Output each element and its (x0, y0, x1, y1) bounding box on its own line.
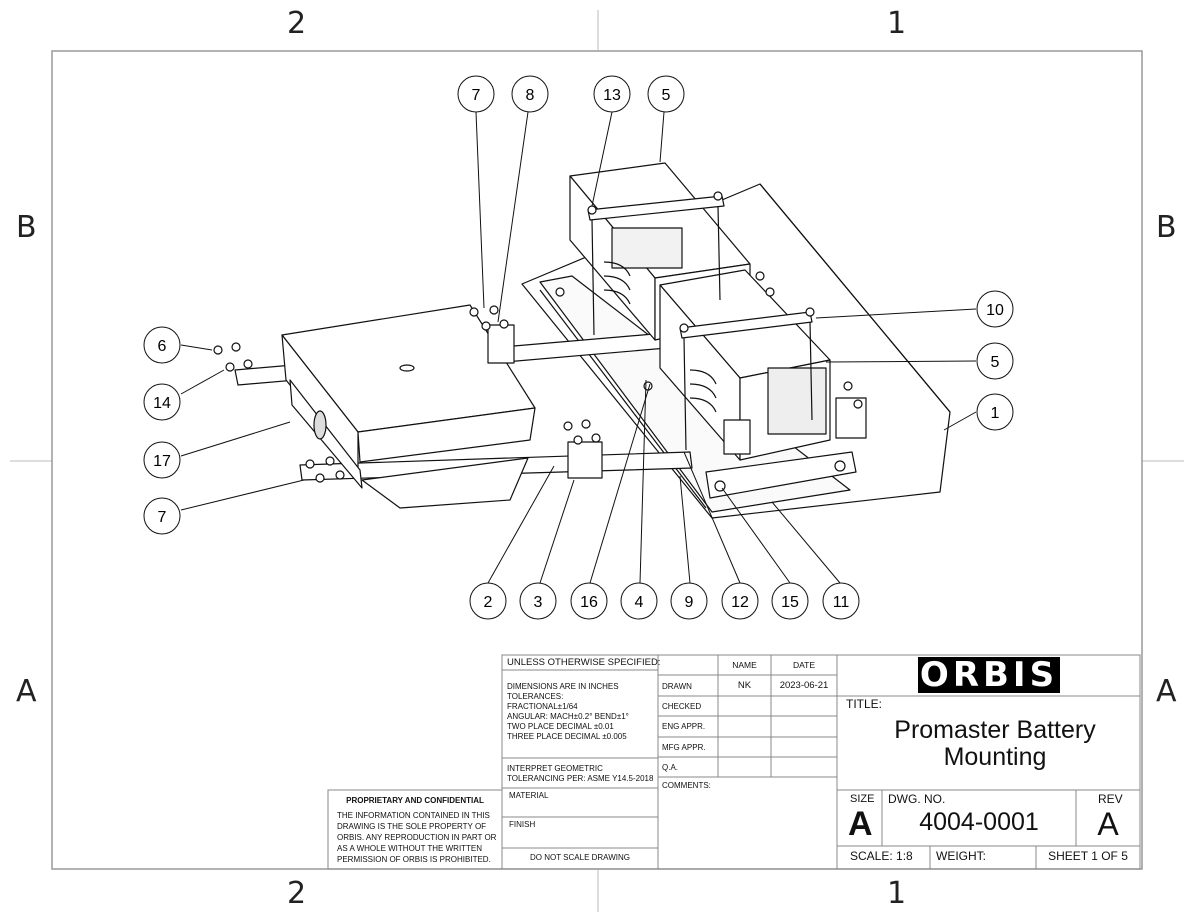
rev-label: REV (1098, 792, 1123, 806)
dwg-no-label: DWG. NO. (888, 792, 946, 806)
proprietary-body: THE INFORMATION CONTAINED IN THIS DRAWIN… (337, 811, 497, 864)
balloon-label: 10 (986, 302, 1004, 319)
proprietary-title: PROPRIETARY AND CONFIDENTIAL (346, 796, 484, 805)
balloon-label: 8 (526, 87, 535, 104)
balloon-label: 9 (685, 594, 694, 611)
drawn-date: 2023-06-21 (779, 680, 829, 691)
balloon-label: 15 (781, 594, 799, 611)
drawn-label: DRAWN (662, 682, 692, 691)
zone-top-2: 2 (287, 6, 307, 41)
dwg-number: 4004-0001 (919, 808, 1039, 836)
balloon: 1 (976, 393, 1014, 431)
rev-value: A (1097, 806, 1119, 842)
finish-label: FINISH (509, 820, 536, 829)
balloon: 16 (570, 582, 608, 620)
balloon: 13 (593, 75, 631, 113)
enclosure-base (361, 457, 529, 509)
unless-specified: UNLESS OTHERWISE SPECIFIED: (507, 657, 661, 668)
size-value: A (848, 805, 873, 843)
zone-right-b: B (1156, 210, 1177, 245)
drawing-title-line1: Promaster Battery (894, 716, 1096, 744)
balloon: 2 (469, 582, 507, 620)
title-label: TITLE: (846, 697, 883, 711)
sheet-text: SHEET 1 OF 5 (1048, 849, 1128, 863)
interpret-text: INTERPRET GEOMETRIC TOLERANCING PER: ASM… (507, 764, 654, 783)
drawn-name: NK (737, 680, 752, 691)
col-name-header: NAME (732, 660, 757, 670)
checked-label: CHECKED (662, 702, 702, 711)
balloon-label: 13 (603, 87, 621, 104)
zone-top-1: 1 (887, 6, 907, 41)
balloon-label: 4 (635, 594, 644, 611)
material-label: MATERIAL (509, 791, 549, 800)
size-label: SIZE (850, 793, 875, 805)
balloon-label: 14 (153, 395, 171, 412)
balloon: 17 (143, 441, 181, 479)
do-not-scale: DO NOT SCALE DRAWING (529, 853, 630, 862)
leader-lines (180, 111, 977, 584)
weight-label: WEIGHT: (936, 849, 986, 863)
balloon: 4 (620, 582, 658, 620)
front-bracket (705, 451, 857, 499)
scale-text: SCALE: 1:8 (850, 849, 913, 863)
balloon: 3 (519, 582, 557, 620)
balloon: 12 (721, 582, 759, 620)
balloon: 5 (976, 342, 1014, 380)
tolerances-text: DIMENSIONS ARE IN INCHES TOLERANCES: FRA… (507, 682, 629, 741)
balloon-label: 7 (472, 87, 481, 104)
balloon-label: 3 (534, 594, 543, 611)
balloon-label: 16 (580, 594, 598, 611)
balloon: 15 (771, 582, 809, 620)
balloon-label: 1 (991, 405, 1000, 422)
zone-bottom-2: 2 (287, 876, 307, 911)
zone-bottom-1: 1 (887, 876, 907, 911)
assembly-view (213, 162, 951, 519)
balloon-label: 11 (833, 594, 850, 611)
balloon: 5 (647, 75, 685, 113)
balloon-label: 12 (731, 594, 749, 611)
balloon-group: 7 8 13 5 10 5 6 14 17 7 1 2 3 16 4 9 12 … (143, 75, 1014, 620)
eng-appr-label: ENG APPR. (662, 722, 706, 731)
col-date-header: DATE (792, 660, 816, 670)
balloon: 10 (976, 290, 1014, 328)
balloon: 7 (143, 497, 181, 535)
drawing-title-line2: Mounting (943, 743, 1047, 771)
balloon: 7 (457, 75, 495, 113)
balloon-label: 5 (991, 354, 1000, 371)
balloon-label: 17 (153, 453, 171, 470)
balloon: 6 (143, 326, 181, 364)
balloon-label: 5 (662, 87, 671, 104)
qa-label: Q.A. (662, 763, 679, 772)
mfg-appr-label: MFG APPR. (662, 743, 706, 752)
balloon-label: 2 (484, 594, 493, 611)
balloon-label: 6 (158, 338, 167, 355)
balloon: 8 (511, 75, 549, 113)
zone-right-a: A (1156, 674, 1177, 709)
balloon: 9 (670, 582, 708, 620)
title-block-grid (327, 654, 1141, 870)
comments-label: COMMENTS: (662, 781, 711, 790)
balloon-label: 7 (158, 509, 167, 526)
balloon: 14 (143, 383, 181, 421)
balloon: 11 (822, 582, 860, 620)
company-logo: ORBIS (918, 655, 1060, 695)
zone-left-a: A (16, 674, 37, 709)
zone-left-b: B (16, 210, 37, 245)
